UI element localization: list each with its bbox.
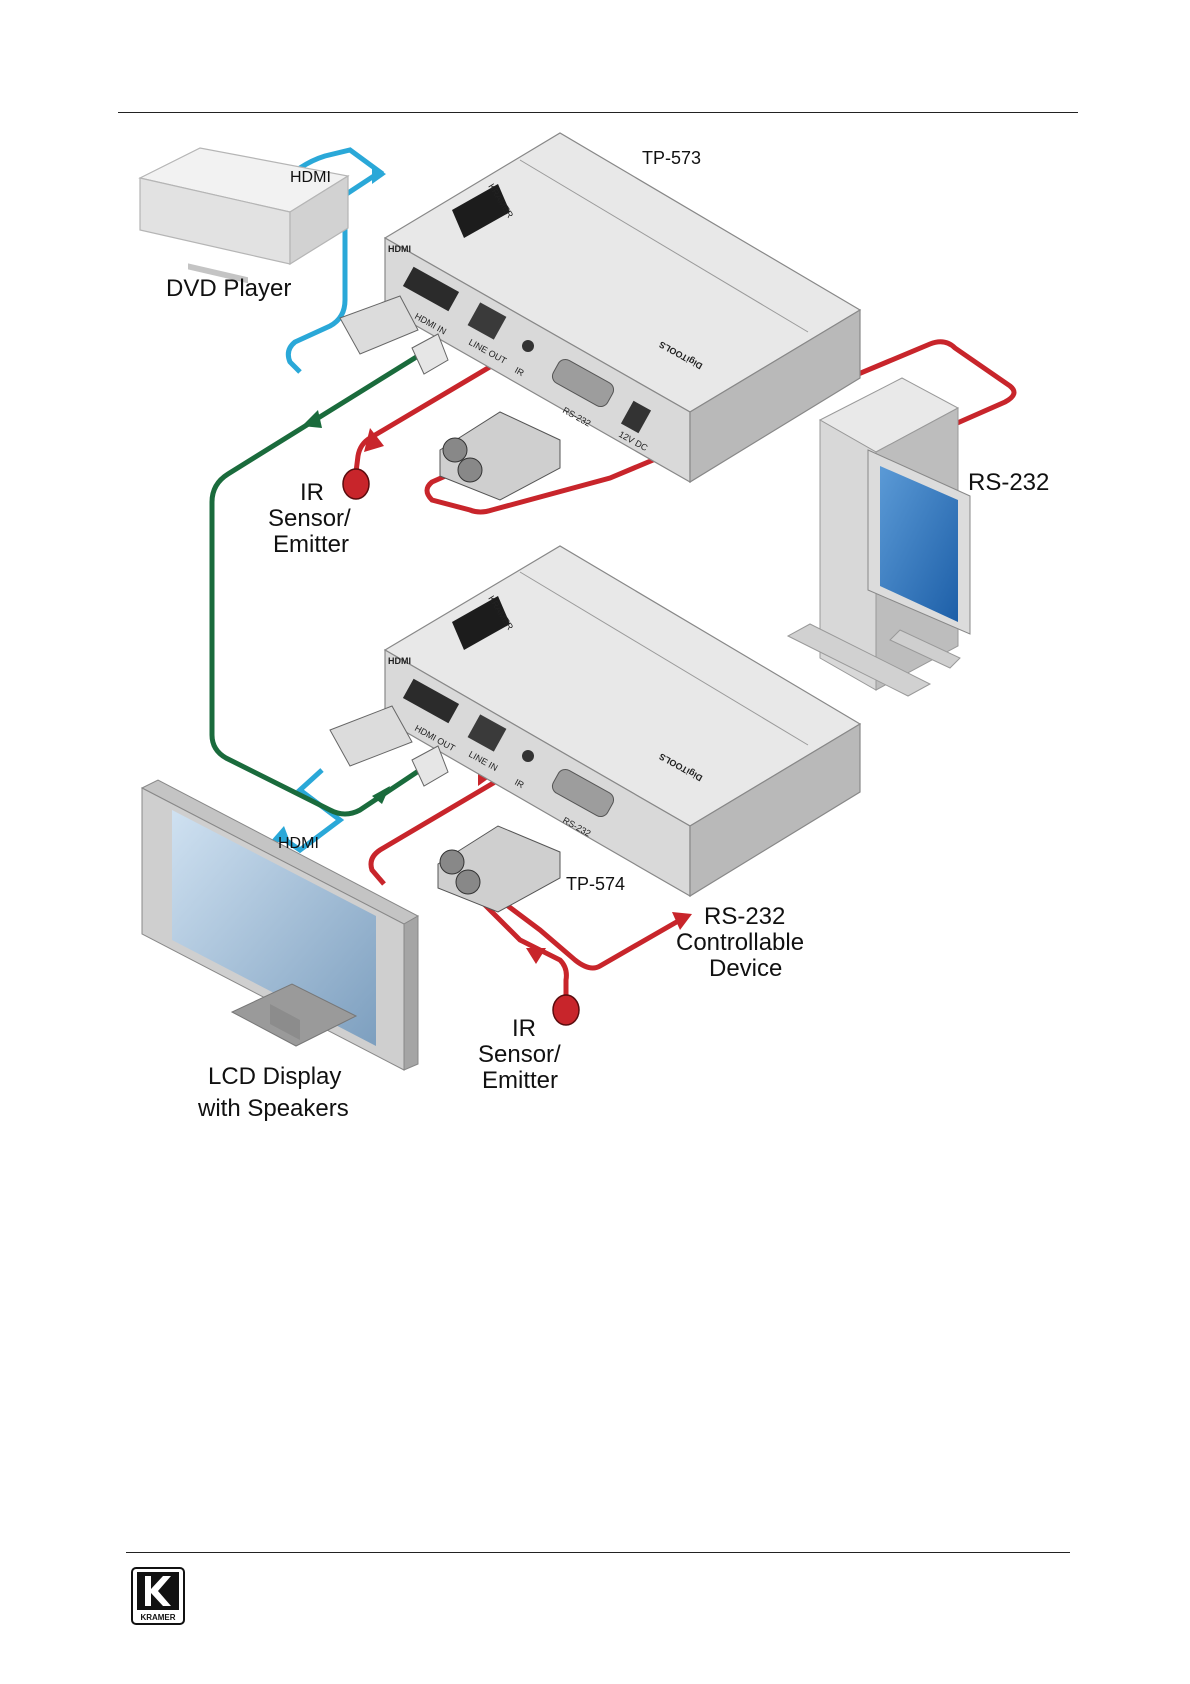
- lcd-display: [142, 780, 418, 1070]
- tx-model-label: TP-573: [642, 148, 701, 168]
- rs232-device-line-2: Controllable: [676, 929, 804, 956]
- ir-top-line-3: Emitter: [273, 531, 349, 558]
- footer-rule: [126, 1552, 1070, 1553]
- tp-arrow-1: [302, 410, 322, 428]
- lcd-line-1: LCD Display: [208, 1063, 341, 1090]
- ir-port-rx: [522, 750, 534, 762]
- lcd-line-2: with Speakers: [197, 1095, 349, 1122]
- rs232-device-line-3: Device: [709, 955, 782, 982]
- ir-arrow-bottom-2: [526, 948, 546, 964]
- pc-computer: [788, 378, 970, 696]
- hdmi-label-top: HDMI: [290, 169, 331, 186]
- hdmi-label-bottom: HDMI: [278, 835, 319, 852]
- ir-top-line-1: IR: [300, 479, 324, 506]
- ir-emitter-bottom: [553, 995, 579, 1025]
- tx-hdmi-logo: HDMI: [388, 244, 411, 254]
- ir-port: [522, 340, 534, 352]
- tp-574-unit: [385, 546, 860, 896]
- ir-bottom-line-2: Sensor/: [478, 1041, 561, 1068]
- ir-top-line-2: Sensor/: [268, 505, 351, 532]
- rs232-device-line-1: RS-232: [704, 903, 785, 930]
- ir-emitter-top: [343, 469, 369, 499]
- ir-bottom-line-3: Emitter: [482, 1067, 558, 1094]
- rx-hdmi-logo: HDMI: [388, 656, 411, 666]
- kramer-footer-logo-icon: KRAMER: [131, 1567, 185, 1625]
- ir-bottom-line-1: IR: [512, 1015, 536, 1042]
- dvd-player-label: DVD Player: [166, 275, 291, 302]
- rx-model-label: TP-574: [566, 874, 625, 894]
- footer-logo-text: KRAMER: [140, 1613, 175, 1622]
- rs232-pc-label: RS-232: [968, 469, 1049, 496]
